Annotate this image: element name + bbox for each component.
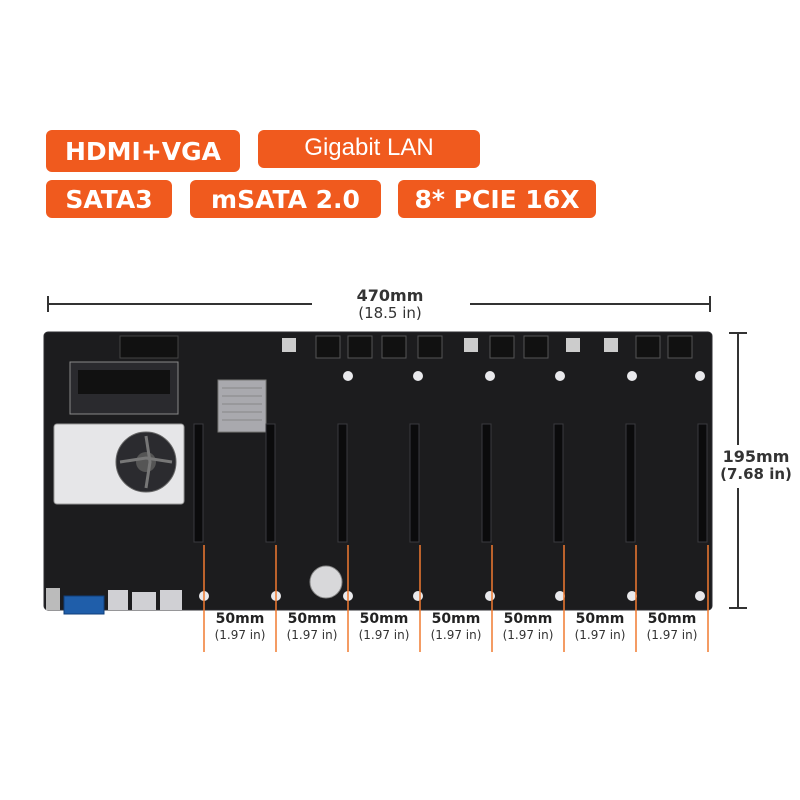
slot-guide-lines bbox=[203, 545, 709, 652]
pcie-slot bbox=[409, 423, 420, 543]
rear-io-ports bbox=[46, 588, 182, 615]
pcie-slot bbox=[193, 423, 204, 543]
width-dimension-line bbox=[47, 296, 711, 312]
feature-badge-label: mSATA 2.0 bbox=[211, 184, 360, 214]
height-in: (7.68 in) bbox=[720, 465, 792, 484]
width-mm: 470mm bbox=[356, 286, 424, 305]
board-pcb bbox=[44, 332, 712, 610]
cpu-cooler bbox=[53, 423, 185, 505]
slot-spacing-label-5: 50mm(1.97 in) bbox=[493, 611, 563, 642]
height-mm: 195mm bbox=[722, 447, 790, 466]
slot-spacing-label-3: 50mm(1.97 in) bbox=[349, 611, 419, 642]
feature-badge-gigabit-lan: Gigabit LAN bbox=[258, 130, 480, 168]
slot-spacing-label-1: 50mm(1.97 in) bbox=[205, 611, 275, 642]
width-in: (18.5 in) bbox=[358, 304, 422, 323]
pcie-slot bbox=[625, 423, 636, 543]
slot-spacing-mm: 50mm bbox=[647, 611, 697, 627]
mounting-holes bbox=[199, 371, 705, 601]
slot-spacing-in: (1.97 in) bbox=[430, 627, 482, 642]
feature-badge-pcie: 8* PCIE 16X bbox=[398, 180, 596, 218]
cmos-battery bbox=[309, 565, 343, 599]
pcie-slot bbox=[481, 423, 492, 543]
pcie-slot bbox=[337, 423, 348, 543]
height-dimension-label: 195mm (7.68 in) bbox=[712, 447, 800, 484]
slot-spacing-in: (1.97 in) bbox=[574, 627, 626, 642]
slot-spacing-mm: 50mm bbox=[575, 611, 625, 627]
feature-badge-hdmi-vga: HDMI+VGA bbox=[46, 130, 240, 172]
feature-badge-label: Gigabit LAN bbox=[304, 134, 434, 161]
slot-spacing-label-6: 50mm(1.97 in) bbox=[565, 611, 635, 642]
feature-badge-msata: mSATA 2.0 bbox=[190, 180, 381, 218]
slot-spacing-label-7: 50mm(1.97 in) bbox=[637, 611, 707, 642]
pcie-slots bbox=[193, 423, 708, 543]
slot-spacing-label-2: 50mm(1.97 in) bbox=[277, 611, 347, 642]
width-dimension-label: 470mm (18.5 in) bbox=[310, 286, 470, 323]
pcie-slot bbox=[553, 423, 564, 543]
slot-spacing-mm: 50mm bbox=[215, 611, 265, 627]
slot-spacing-in: (1.97 in) bbox=[358, 627, 410, 642]
slot-spacing-mm: 50mm bbox=[287, 611, 337, 627]
power-connectors bbox=[119, 335, 693, 359]
feature-badge-label: HDMI+VGA bbox=[64, 136, 222, 166]
height-dimension-line bbox=[729, 332, 747, 609]
slot-spacing-in: (1.97 in) bbox=[646, 627, 698, 642]
chipset-heatsink bbox=[217, 379, 267, 433]
feature-badge-label: 8* PCIE 16X bbox=[414, 184, 580, 214]
slot-spacing-in: (1.97 in) bbox=[502, 627, 554, 642]
feature-badge-label: SATA3 bbox=[65, 184, 153, 214]
slot-spacing-mm: 50mm bbox=[359, 611, 409, 627]
slot-spacing-mm: 50mm bbox=[503, 611, 553, 627]
feature-badge-sata3: SATA3 bbox=[46, 180, 172, 218]
slot-spacing-in: (1.97 in) bbox=[286, 627, 338, 642]
slot-spacing-in: (1.97 in) bbox=[214, 627, 266, 642]
pcie-slot bbox=[697, 423, 708, 543]
slot-spacing-label-4: 50mm(1.97 in) bbox=[421, 611, 491, 642]
slot-spacing-mm: 50mm bbox=[431, 611, 481, 627]
pcie-slot bbox=[265, 423, 276, 543]
